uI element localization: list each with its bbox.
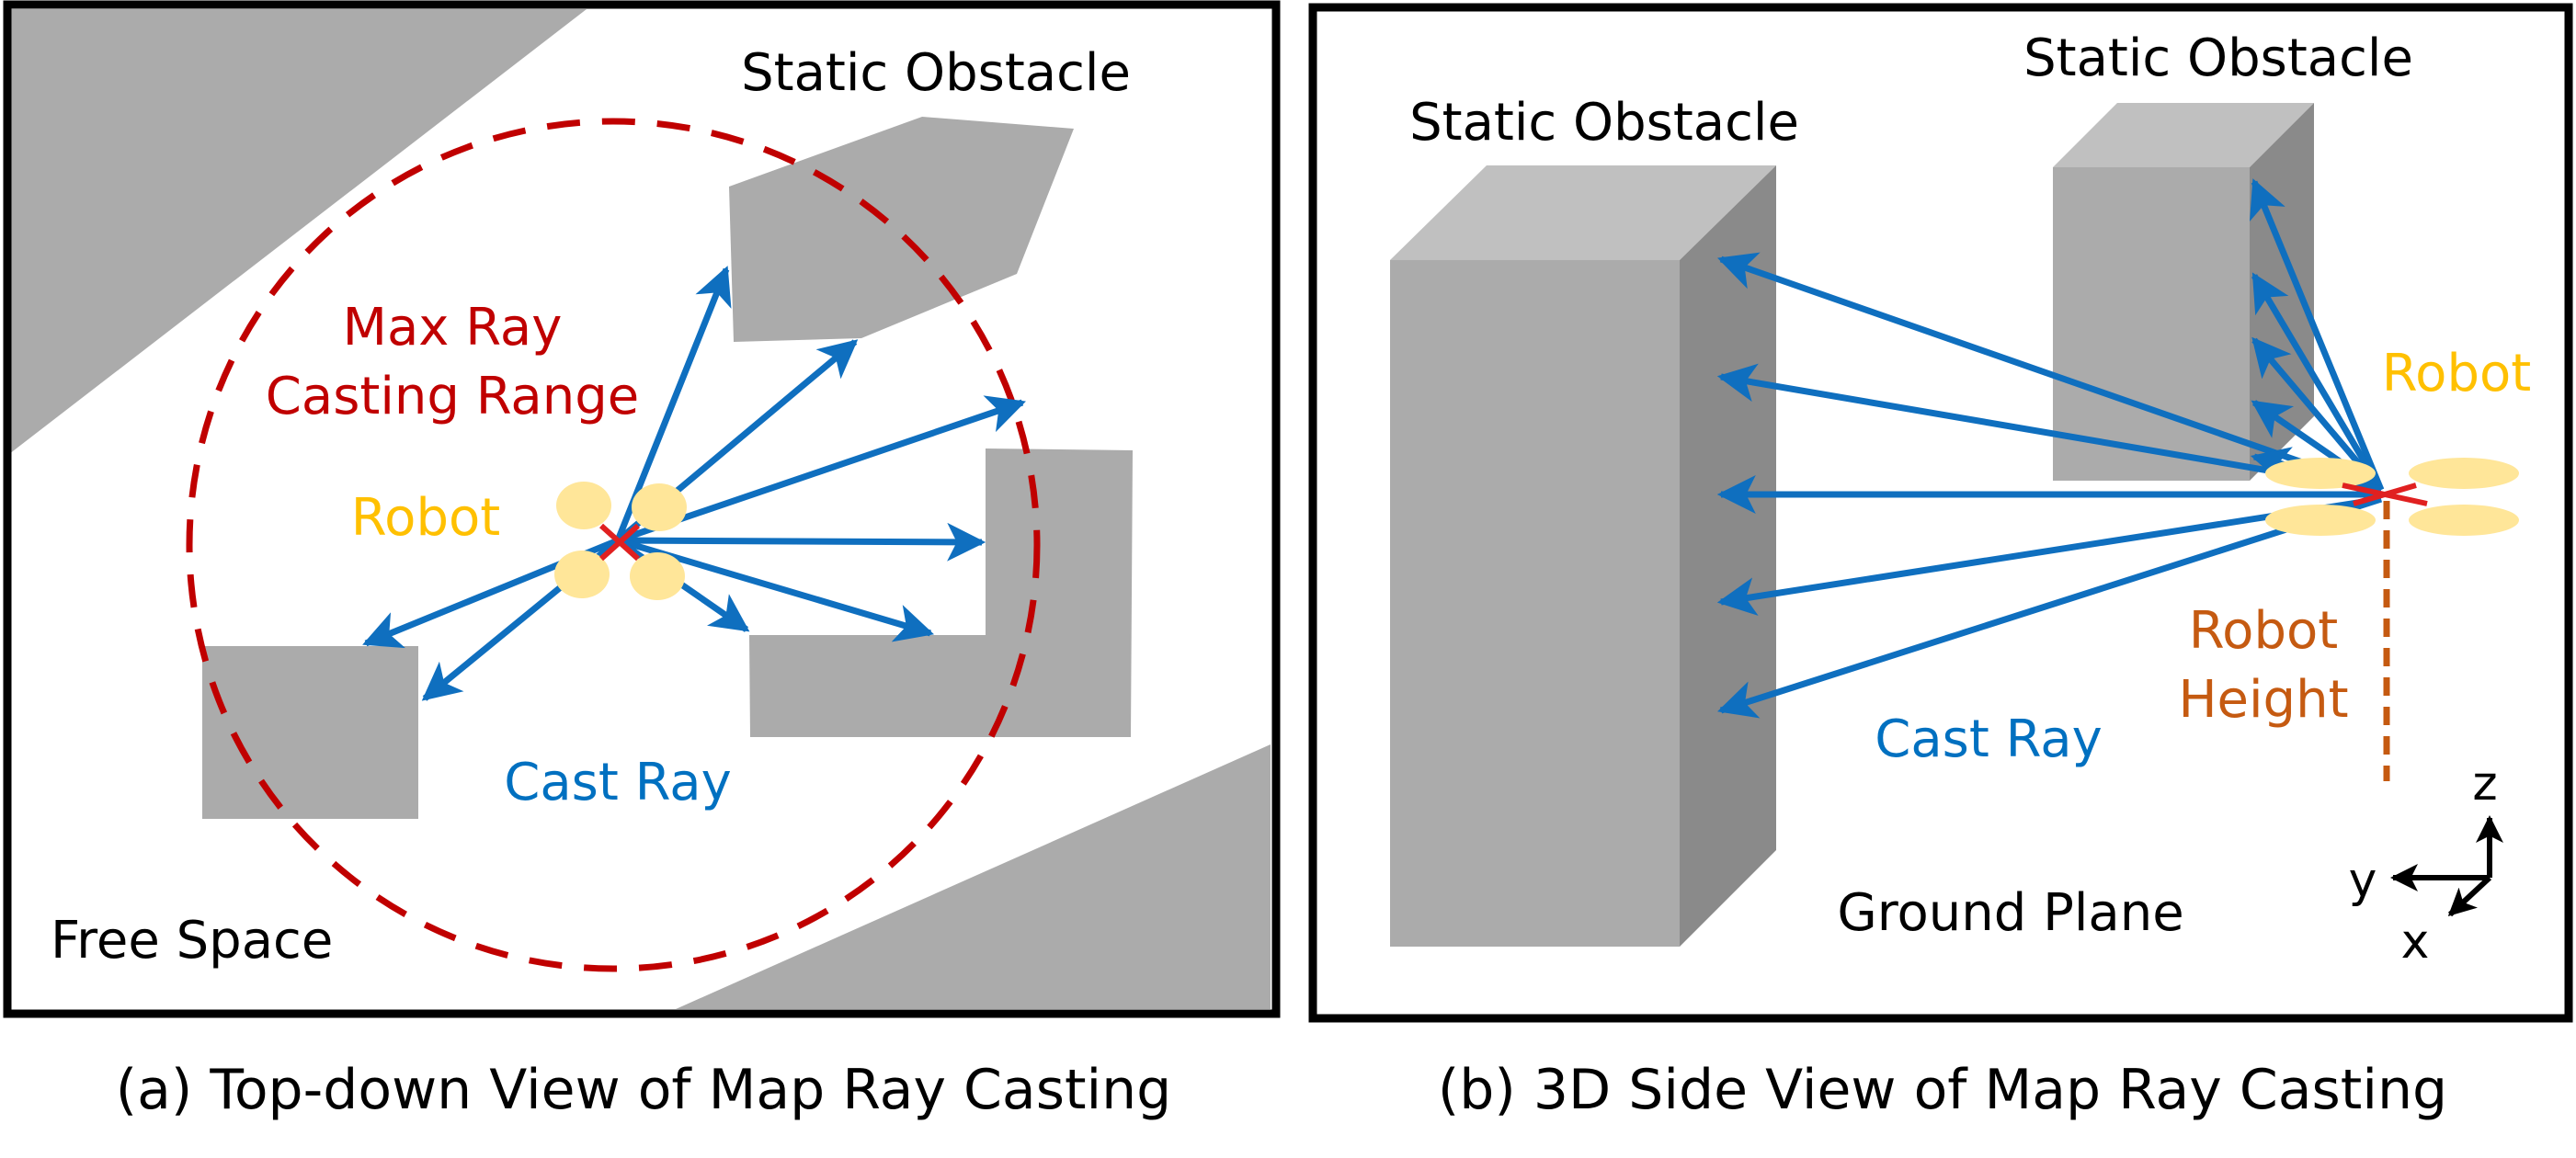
ray: [1717, 495, 2383, 719]
square-obstacle: [202, 646, 418, 819]
panel-b-frame: [1308, 3, 2573, 1023]
l-shaped-obstacle: [749, 448, 1133, 737]
robot-center-mark: [598, 523, 641, 562]
max-range-circle: [186, 118, 1041, 972]
block-top-face: [2053, 103, 2314, 167]
label-static-obstacle-right: Static Obstacle: [2023, 28, 2413, 88]
rotor: [2265, 458, 2376, 489]
block-front-face: [2053, 167, 2250, 481]
label-cast-ray: Cast Ray: [504, 753, 732, 812]
block-front-face: [1390, 260, 1680, 947]
panel-a: Static Obstacle Max Ray Casting Range Ro…: [3, 0, 1281, 1122]
label-robot-height-line2: Height: [2178, 670, 2348, 730]
block-top-face: [1390, 165, 1776, 260]
ray: [2251, 272, 2385, 492]
label-axis-x: x: [2401, 914, 2430, 970]
label-robot: Robot: [351, 488, 500, 548]
panel-a-frame: [3, 0, 1281, 1018]
axis-triad: [2390, 815, 2503, 917]
label-static-obstacle: Static Obstacle: [741, 43, 1131, 103]
ray: [617, 522, 986, 562]
corner-obstacle-bottom-right: [676, 744, 1271, 1009]
label-ground-plane: Ground Plane: [1837, 883, 2183, 943]
label-max-range-line1: Max Ray: [343, 298, 563, 358]
label-cast-ray: Cast Ray: [1875, 710, 2103, 769]
label-static-obstacle-left: Static Obstacle: [1409, 93, 1799, 153]
rotor: [2409, 505, 2519, 536]
rotor: [556, 482, 611, 529]
label-robot: Robot: [2382, 344, 2531, 403]
block-side-face: [1680, 165, 1776, 947]
robot-side: [2265, 458, 2519, 536]
caption-panel-b: (b) 3D Side View of Map Ray Casting: [1438, 1058, 2447, 1122]
label-robot-height-line1: Robot: [2189, 601, 2338, 661]
static-obstacle-pentagon: [729, 117, 1074, 342]
ray: [616, 395, 1026, 544]
corner-obstacle-top-left: [9, 9, 587, 454]
label-axis-y: y: [2349, 853, 2377, 908]
rotor: [2265, 505, 2376, 536]
caption-panel-a: (a) Top-down View of Map Ray Casting: [116, 1058, 1172, 1122]
robot-top-down: [554, 482, 687, 600]
rotor: [632, 483, 687, 531]
panel-b: Static Obstacle Static Obstacle Robot Ro…: [1308, 3, 2573, 1122]
robot-center-mark: [2353, 482, 2417, 506]
static-obstacle-left-block: [1390, 165, 1776, 947]
ray: [2249, 178, 2385, 492]
rotor: [2409, 458, 2519, 489]
label-free-space: Free Space: [51, 911, 333, 971]
label-max-range-line2: Casting Range: [266, 367, 639, 426]
rotor: [630, 552, 685, 600]
label-axis-z: z: [2472, 756, 2497, 812]
axis-x-arrow: [2447, 875, 2492, 917]
rotor: [554, 551, 610, 598]
